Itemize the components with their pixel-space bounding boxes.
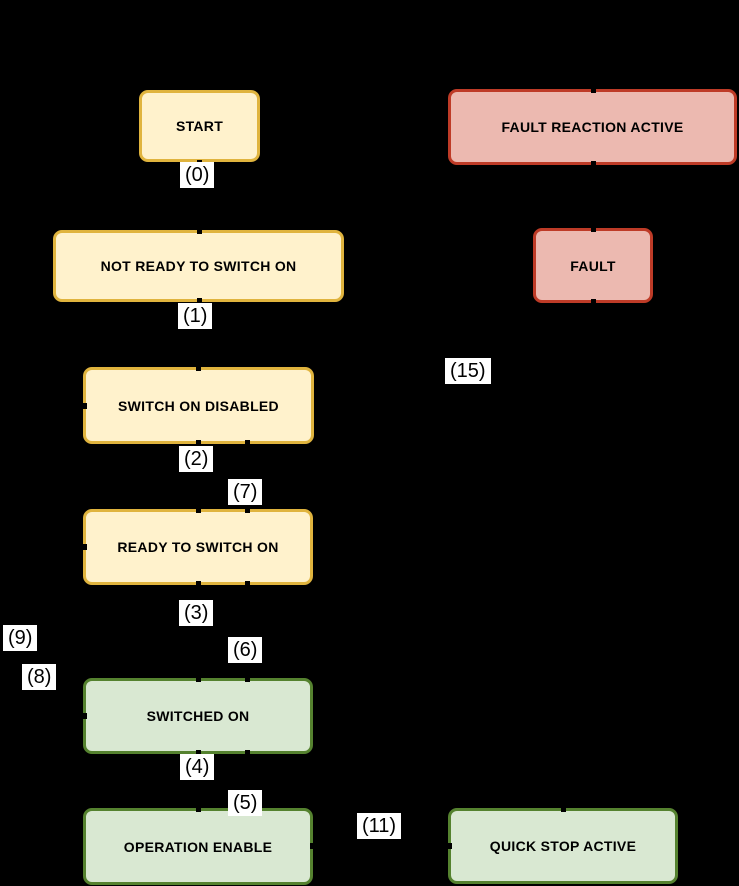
state-fault-reaction-active: FAULT REACTION ACTIVE [448, 89, 737, 165]
connector-tick [196, 365, 201, 371]
connector-tick [82, 713, 87, 719]
state-label-start: START [175, 118, 224, 134]
transition-label-t6: (6) [228, 637, 263, 663]
connector-tick [561, 806, 566, 812]
state-not-ready-to-switch-on: NOT READY TO SWITCH ON [53, 230, 344, 302]
transition-label-t9: (9) [3, 625, 38, 651]
connector-tick [82, 403, 87, 409]
state-label-switch-on-disabled: SWITCH ON DISABLED [118, 397, 279, 414]
connector-tick [245, 507, 250, 513]
connector-tick [245, 750, 250, 756]
connector-tick [310, 843, 315, 849]
state-fault: FAULT [533, 228, 653, 303]
state-label-quick-stop-active: QUICK STOP ACTIVE [489, 838, 637, 854]
state-quick-stop-active: QUICK STOP ACTIVE [448, 808, 678, 884]
transition-label-t1: (1) [178, 303, 213, 329]
transition-label-t8: (8) [22, 664, 57, 690]
transition-label-t15: (15) [445, 358, 491, 384]
state-label-not-ready-to-switch-on: NOT READY TO SWITCH ON [100, 258, 297, 274]
connector-tick [591, 299, 596, 305]
connector-tick [196, 581, 201, 587]
transition-label-t4: (4) [180, 754, 215, 780]
connector-tick [82, 544, 87, 550]
connector-tick [447, 843, 452, 849]
connector-tick [196, 676, 201, 682]
state-label-fault-reaction-active: FAULT REACTION ACTIVE [501, 119, 684, 135]
connector-tick [197, 298, 202, 304]
state-label-operation-enable: OPERATION ENABLE [123, 838, 273, 855]
connector-tick [196, 806, 201, 812]
transition-label-t7: (7) [228, 479, 263, 505]
connector-tick [245, 676, 250, 682]
state-switch-on-disabled: SWITCH ON DISABLED [83, 367, 314, 444]
state-start: START [139, 90, 260, 162]
connector-tick [245, 440, 250, 446]
connector-tick [196, 507, 201, 513]
transition-label-t11: (11) [357, 813, 402, 839]
connector-tick [591, 161, 596, 167]
state-operation-enable: OPERATION ENABLE [83, 808, 313, 885]
connector-tick [245, 581, 250, 587]
state-ready-to-switch-on: READY TO SWITCH ON [83, 509, 313, 585]
connector-tick [197, 228, 202, 234]
transition-label-t0: (0) [180, 162, 215, 188]
connector-tick [196, 750, 201, 756]
state-label-fault: FAULT [570, 257, 616, 274]
state-label-ready-to-switch-on: READY TO SWITCH ON [117, 539, 279, 555]
transition-label-t3: (3) [179, 600, 214, 626]
connector-tick [591, 226, 596, 232]
state-label-switched-on: SWITCHED ON [146, 708, 250, 724]
transition-label-t2: (2) [179, 446, 214, 472]
connector-tick [591, 87, 596, 93]
state-switched-on: SWITCHED ON [83, 678, 313, 754]
connector-tick [196, 440, 201, 446]
transition-label-t5: (5) [228, 790, 263, 816]
